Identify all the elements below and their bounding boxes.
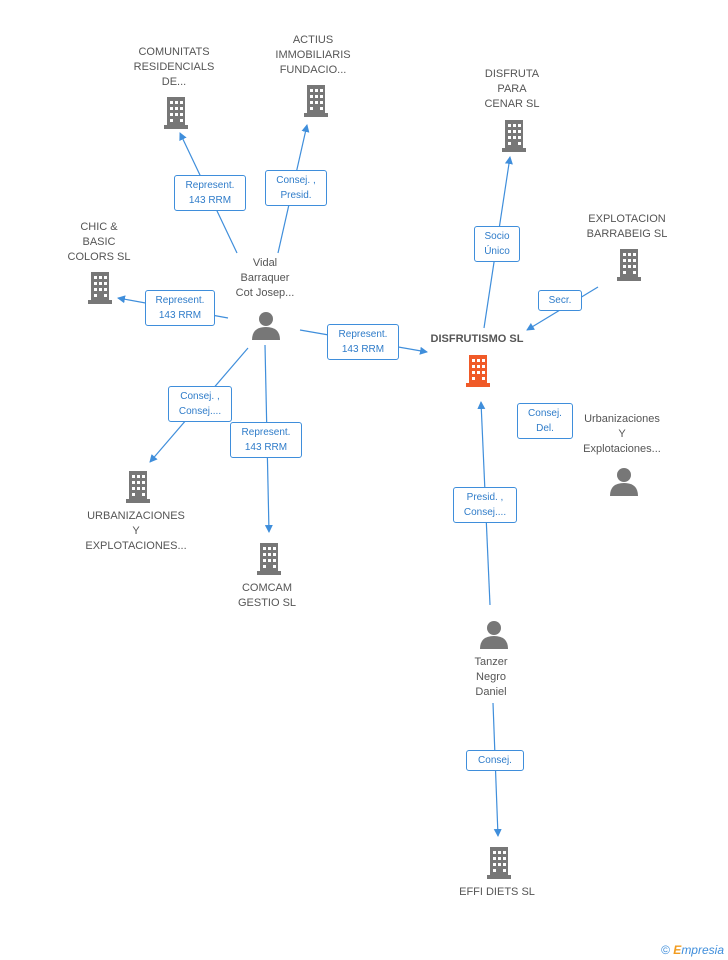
node-label-actius[interactable]: ACTIUS IMMOBILIARIS FUNDACIO... [275,34,351,76]
brand-name: mpresia [681,943,724,957]
node-label-comunitats[interactable]: COMUNITATS RESIDENCIALS DE... [133,46,215,88]
building-icon-chic[interactable] [88,272,112,304]
node-label-urbanizaciones-persona[interactable]: Urbanizaciones Y Explotaciones... [583,413,661,455]
node-label-disfruta[interactable]: DISFRUTA PARA CENAR SL [484,68,540,110]
relation-label-r2[interactable]: Consej. , Presid. [265,170,327,206]
building-icon-disfrutismo[interactable] [466,355,490,387]
building-icon-comcam[interactable] [257,543,281,575]
person-icon-vidal[interactable] [252,312,280,340]
node-label-tanzer[interactable]: Tanzer Negro Daniel [474,656,508,698]
relation-label-r8[interactable]: Secr. [538,290,582,311]
relation-label-r5[interactable]: Consej. , Consej.... [168,386,232,422]
node-label-urbanizaciones-empresa[interactable]: URBANIZACIONES Y EXPLOTACIONES... [85,510,187,552]
copyright-symbol: © [661,943,670,957]
building-icon-effi[interactable] [487,847,511,879]
node-label-vidal[interactable]: Vidal Barraquer Cot Josep... [235,257,295,299]
relation-label-r3[interactable]: Represent. 143 RRM [145,290,215,326]
relation-label-r9[interactable]: Consej. Del. [517,403,573,439]
node-label-effi[interactable]: EFFI DIETS SL [459,886,535,898]
building-icon-comunitats[interactable] [164,97,188,129]
relation-label-r6[interactable]: Represent. 143 RRM [230,422,302,458]
node-label-explotacion[interactable]: EXPLOTACION BARRABEIG SL [586,213,668,240]
relation-label-r4[interactable]: Represent. 143 RRM [327,324,399,360]
relation-label-r7[interactable]: Socio Único [474,226,520,262]
node-label-comcam[interactable]: COMCAM GESTIO SL [237,582,297,609]
building-icon-disfruta[interactable] [502,120,526,152]
footer-brand: © Empresia [661,943,724,957]
person-icon-urbanizaciones[interactable] [610,468,638,496]
node-label-disfrutismo[interactable]: DISFRUTISMO SL [430,333,524,345]
building-icon-explotacion[interactable] [617,249,641,281]
node-label-chic[interactable]: CHIC & BASIC COLORS SL [67,221,131,263]
person-icon-tanzer[interactable] [480,621,508,649]
building-icon-actius[interactable] [304,85,328,117]
relation-label-r1[interactable]: Represent. 143 RRM [174,175,246,211]
relation-label-r10[interactable]: Presid. , Consej.... [453,487,517,523]
relation-label-r11[interactable]: Consej. [466,750,524,771]
brand-initial: E [673,943,682,957]
building-icon-urbanizaciones[interactable] [126,471,150,503]
